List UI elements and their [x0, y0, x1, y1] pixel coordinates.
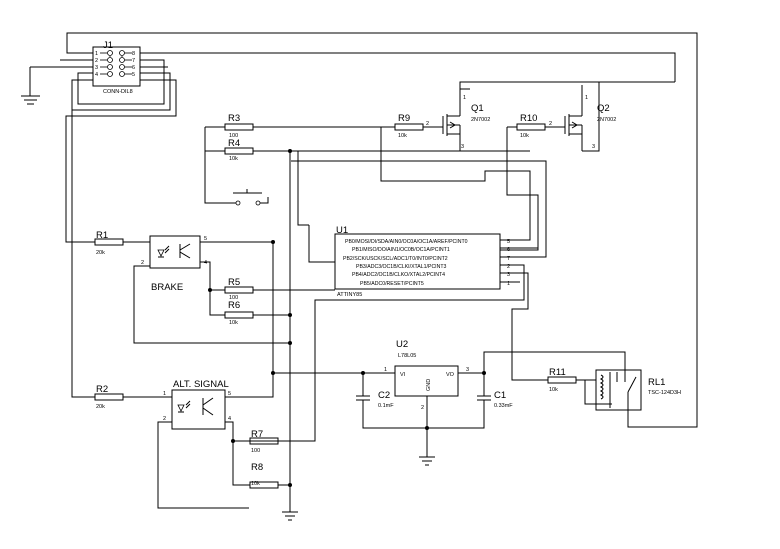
r6-ref: R6	[228, 300, 240, 311]
j1-pin: 6	[132, 65, 135, 71]
mcu-u1: U1 ATTINY85 PB0/MOSI/DI/SDA/AIN0/OC0A/OC…	[250, 160, 547, 442]
q1-source-pin: 3	[461, 144, 464, 150]
rl1-ref: RL1	[648, 377, 665, 388]
connector-j1: J1 CONN-DIL8 1 2 3 4 8 7 6 5	[92, 40, 141, 95]
rl1-part: TSC-124D3H	[648, 390, 681, 396]
u1-pin-label: PB0/MOSI/DI/SDA/AIN0/OC0A/OC1A/AREF/PCIN…	[345, 239, 468, 245]
r6-value: 10k	[229, 320, 238, 326]
brake-pin4: 4	[204, 260, 207, 266]
brake-pin5: 5	[204, 236, 207, 242]
brake-section: R1 20k 2 5 4 BRAKE	[66, 230, 290, 344]
r2-ref: R2	[96, 384, 108, 395]
u1-part: ATTINY85	[337, 292, 362, 298]
r5-value: 100	[229, 295, 238, 301]
u1-pin-num: 7	[507, 256, 510, 262]
j1-pin: 1	[95, 51, 98, 57]
alt-pin4: 4	[228, 416, 231, 422]
j1-pins-left: 1 2 3 4	[95, 51, 98, 78]
alt-pin2: 2	[163, 416, 166, 422]
u2-pin-in: 1	[384, 367, 387, 373]
u1-pin-num: 3	[507, 272, 510, 278]
c1-value: 0.33mF	[494, 403, 513, 409]
q2-ref: Q2	[597, 103, 610, 114]
u1-pin-num: 1	[507, 281, 510, 287]
j1-pins-right: 8 7 6 5	[132, 51, 135, 78]
q2-part: 2N7002	[597, 117, 616, 123]
j1-pin: 4	[95, 72, 98, 78]
brake-pin2: 2	[141, 260, 144, 266]
r11-value: 10k	[549, 387, 558, 393]
q1-transistor: R9 10k 2 Q1 2N7002 1 3	[380, 85, 531, 241]
u2-gnd: GND	[426, 379, 432, 391]
r5-ref: R5	[228, 277, 240, 288]
alt-signal-label: ALT. SIGNAL	[173, 379, 229, 390]
u1-pin-num: 5	[507, 239, 510, 245]
q2-transistor: R10 10k 2 Q2 2N7002 1 3	[500, 82, 616, 251]
r7-value: 100	[251, 448, 260, 454]
u2-vo: VO	[446, 372, 455, 378]
q1-drain-pin: 1	[463, 95, 466, 101]
relay-section: R11 10k RL1 TSC-124D3H	[511, 339, 681, 411]
j1-ref: J1	[103, 40, 113, 51]
r7-r8-group: R7 100 R8 10k	[249, 429, 315, 489]
brake-label: BRAKE	[151, 282, 183, 293]
q1-ref: Q1	[471, 103, 484, 114]
u1-pin-label: PB5/ADC0/RESET/PCINT5	[360, 281, 424, 287]
r7-ref: R7	[251, 429, 263, 440]
u2-pin-gnd: 2	[421, 405, 424, 411]
c1-ref: C1	[494, 390, 506, 401]
j1-name: CONN-DIL8	[103, 89, 133, 95]
j1-pin: 7	[132, 58, 135, 64]
r1-value: 20k	[96, 250, 105, 256]
u1-pin-label: PB2/SCK/USCK/SCL/ADC1/T0/INT0/PCINT2	[343, 256, 448, 262]
r8-value: 10k	[251, 481, 260, 487]
r4-ref: R4	[228, 138, 240, 149]
r4-value: 10k	[229, 156, 238, 162]
u1-pin-label: PB3/ADC3/OC1B/CLKI/XTAL1/PCINT3	[356, 264, 447, 270]
r5-r6-group: R5 100 R6 10k	[224, 277, 335, 326]
q2-source-pin: 3	[592, 144, 595, 150]
vertical-buses	[271, 151, 298, 521]
alt-pin5: 5	[228, 391, 231, 397]
u1-pin-label: PB4/ADC2/OC1B/CLKO/XTAL2/PCINT4	[352, 272, 445, 278]
r9-value: 10k	[398, 133, 407, 139]
u1-pin-num: 2	[507, 264, 510, 270]
alt-pin1: 1	[163, 391, 166, 397]
regulator-u2: U2 L78L05 VI VO GND 1 3 2	[273, 339, 626, 466]
r8-ref: R8	[251, 462, 263, 473]
c2-ref: C2	[378, 390, 390, 401]
j1-pin: 3	[95, 65, 98, 71]
q2-gate-pin: 2	[549, 121, 552, 127]
r3-value: 100	[229, 133, 238, 139]
q2-drain-pin: 1	[585, 95, 588, 101]
q1-part: 2N7002	[471, 117, 490, 123]
r9-ref: R9	[398, 113, 410, 124]
r10-value: 10k	[520, 133, 529, 139]
capacitors: C2 0.1mF C1 0.33mF	[356, 373, 513, 429]
u2-pin-out: 3	[466, 367, 469, 373]
u1-pin-num: 6	[507, 247, 510, 253]
u1-ref: U1	[336, 225, 348, 236]
r11-ref: R11	[549, 367, 566, 378]
alt-signal-section: R2 20k 1 2 5 4 ALT. SIGNAL	[71, 110, 274, 509]
r10-ref: R10	[520, 113, 537, 124]
r2-value: 20k	[96, 404, 105, 410]
c2-value: 0.1mF	[378, 403, 394, 409]
u2-ref: U2	[396, 339, 408, 350]
j1-pin: 2	[95, 58, 98, 64]
u2-part: L78L05	[398, 353, 416, 359]
j1-pin: 8	[132, 51, 135, 57]
mcu-left-wire	[297, 151, 309, 226]
r3-r4-group: R3 100 R4 10k	[204, 113, 530, 206]
r3-ref: R3	[228, 113, 240, 124]
u2-vi: VI	[400, 372, 406, 378]
r1-ref: R1	[96, 230, 108, 241]
q1-gate-pin: 2	[426, 121, 429, 127]
j1-pin: 5	[132, 72, 135, 78]
u1-pin-label: PB1/MISO/DO/AIN1/OC0B/OC1A/PCINT1	[352, 247, 450, 253]
q-drain-bus	[459, 81, 675, 85]
